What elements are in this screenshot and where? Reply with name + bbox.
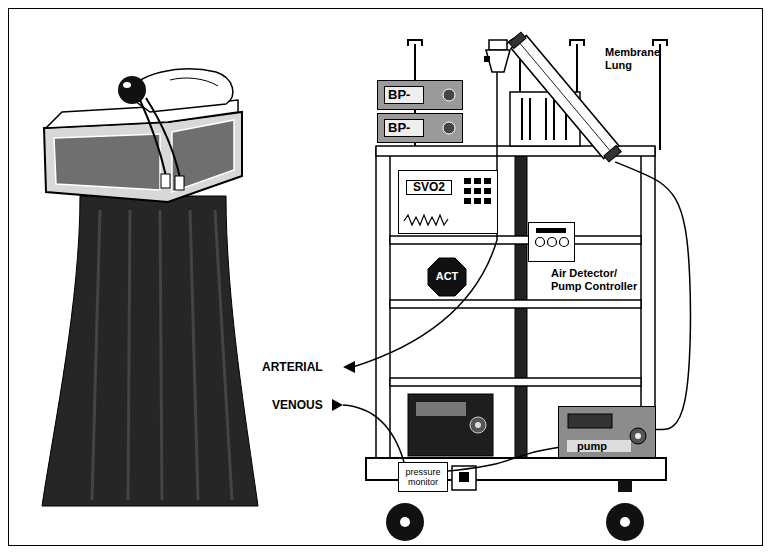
wheel-hub [620, 517, 630, 527]
cart-shelf [390, 378, 641, 386]
flow-probe-window [459, 472, 469, 482]
pedestal-texture [92, 210, 232, 500]
device-label: BP- [384, 119, 424, 137]
venous-line [343, 405, 404, 462]
iv-pole [653, 40, 667, 150]
iv-pole [570, 40, 584, 92]
key [474, 188, 481, 194]
act-meter: ACT [428, 258, 466, 296]
device-label: SVO2 [406, 180, 452, 195]
controller-display [536, 228, 566, 233]
console-knob [470, 417, 486, 433]
tube-connector [161, 174, 170, 188]
bp-knob [443, 89, 455, 101]
venous-arrowhead [332, 399, 343, 411]
device-label: ACT [428, 270, 466, 282]
roller-pump: pump [558, 406, 656, 458]
bubble-trap-clamp [484, 56, 490, 62]
key [474, 198, 481, 204]
key [484, 188, 491, 194]
bed-panel [172, 120, 234, 192]
octagon-outline [428, 258, 466, 296]
blanket-fold [170, 78, 218, 86]
cart-wheel [606, 503, 644, 541]
wheel-hub [400, 517, 410, 527]
key [464, 188, 471, 194]
device-label: pressure monitor [400, 467, 446, 487]
line-label: VENOUS [272, 398, 323, 412]
infant-head [118, 76, 146, 104]
membrane-lung: Membrane Lung [505, 32, 650, 162]
cannula-tube [146, 98, 180, 178]
pump-dial-center [635, 433, 641, 439]
bed-pedestal [42, 196, 258, 506]
blood-pressure-monitor: BP- [377, 113, 463, 143]
cart-shelf [390, 236, 641, 244]
caster-stem [618, 480, 632, 492]
tubing-line [448, 448, 558, 471]
bed-panel [54, 134, 160, 190]
device-label: Air Detector/ Pump Controller [551, 267, 643, 293]
console-knob-center [475, 422, 481, 428]
controller-dial [536, 238, 545, 247]
svo2-waveform [404, 215, 448, 225]
lung-body [511, 35, 619, 158]
pump-dial [630, 428, 646, 444]
device-label: Membrane Lung [605, 46, 653, 72]
blood-pressure-monitor: BP- [377, 80, 463, 110]
key [484, 198, 491, 204]
head-highlight [123, 82, 131, 88]
line-label: ARTERIAL [262, 360, 323, 374]
bubble-trap-cap [489, 40, 507, 50]
svo2-keypad [464, 178, 491, 204]
svo2-monitor: SVO2 [398, 170, 498, 234]
roller-console [408, 394, 493, 456]
device-label: BP- [384, 86, 424, 104]
tubing-line [615, 162, 690, 430]
key [484, 178, 491, 184]
lung-end-cap [604, 145, 621, 161]
controller-dial [548, 238, 557, 247]
lung-end-cap [509, 32, 526, 48]
console-display [416, 402, 466, 416]
flow-probe-box [452, 466, 476, 490]
key [474, 178, 481, 184]
cart-post [376, 148, 390, 460]
pump-display [568, 414, 612, 428]
pressure-monitor: pressure monitor [398, 462, 448, 492]
key [464, 178, 471, 184]
device-label: pump [567, 440, 631, 452]
cart-shelf [390, 300, 641, 308]
arterial-arrowhead [343, 361, 355, 373]
lung-fiber-line [520, 43, 610, 150]
air-detector: Air Detector/ Pump Controller [528, 222, 575, 262]
tube-connector [175, 176, 184, 190]
bp-knob [443, 122, 455, 134]
frame-border [9, 9, 763, 546]
arterial-line [353, 72, 497, 367]
key [464, 198, 471, 204]
cart-wheel [386, 503, 424, 541]
controller-dial [560, 238, 569, 247]
